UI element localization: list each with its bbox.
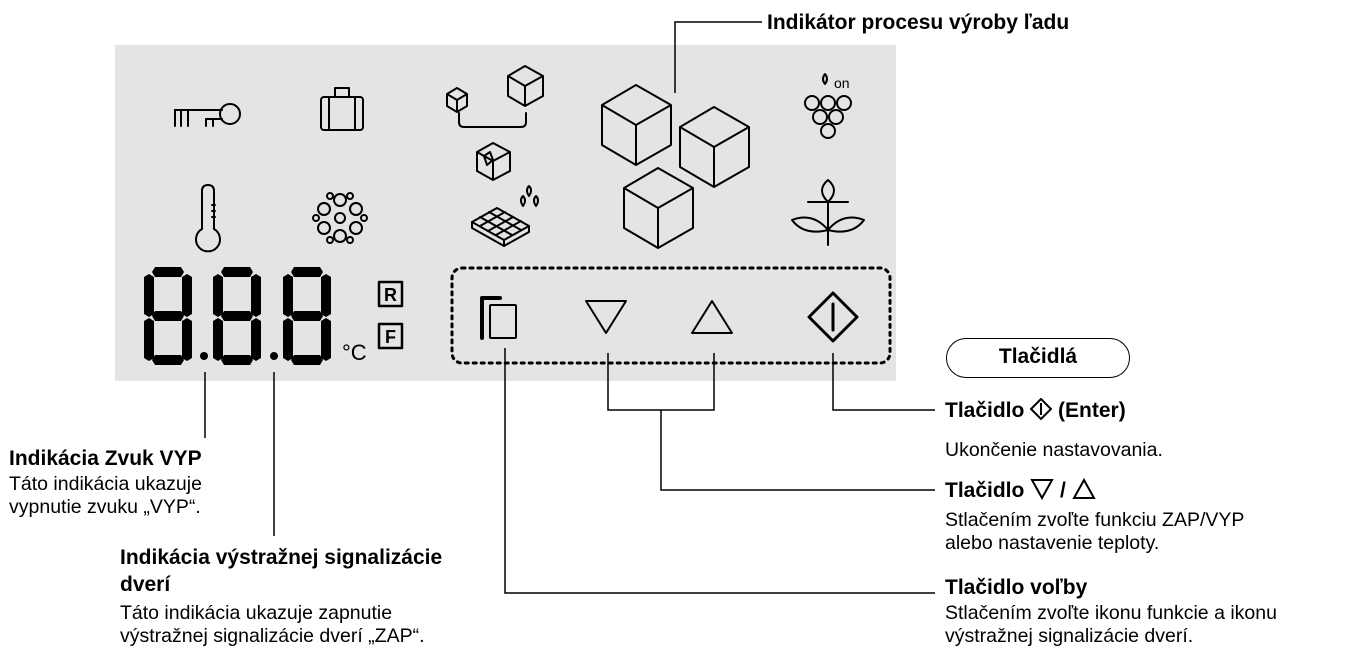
down-triangle-icon: [1030, 479, 1054, 500]
grape-icon: on: [804, 73, 852, 139]
unit-f-label: F: [385, 327, 396, 347]
ice-cube-size-icon: [446, 65, 544, 128]
ice-maker-label: Indikátor procesu výroby ľadu: [767, 11, 1070, 34]
down-button-icon[interactable]: [585, 300, 627, 334]
sound-off-desc-1: Táto indikácia ukazuje: [9, 473, 202, 495]
select-button-desc-1: Stlačením zvoľte ikonu funkcie a ikonu: [945, 602, 1277, 624]
up-triangle-icon: [1072, 478, 1096, 499]
svg-text:on: on: [834, 75, 850, 91]
buttons-pill: Tlačidlá: [946, 338, 1130, 378]
enter-symbol-icon: [1030, 398, 1053, 420]
crushed-ice-icon: [476, 142, 511, 181]
unit-r-label: R: [384, 285, 397, 305]
up-button-icon[interactable]: [691, 300, 733, 334]
sound-off-desc-2: vypnutie zvuku „VYP“.: [9, 496, 201, 518]
chocolate-icon: [471, 185, 539, 247]
select-button-desc-2: výstražnej signalizácie dverí.: [945, 625, 1194, 647]
unit-box-r: [377, 280, 404, 308]
door-alarm-title-2: dverí: [120, 573, 171, 596]
enter-button-icon[interactable]: [807, 291, 859, 343]
vacation-icon: [320, 87, 364, 131]
enter-button-title: Tlačidlo (Enter): [945, 398, 1126, 424]
plant-icon: [791, 179, 865, 246]
select-button-icon[interactable]: [480, 296, 517, 340]
button-group-outline: [450, 266, 892, 365]
unit-celsius: °C: [342, 340, 367, 365]
updown-button-desc-1: Stlačením zvoľte funkciu ZAP/VYP: [945, 509, 1245, 531]
enter-title-suffix: (Enter): [1052, 399, 1126, 422]
updown-button-desc-2: alebo nastavenie teploty.: [945, 532, 1160, 554]
leader-lines: [204, 21, 935, 594]
key-icon: [174, 103, 241, 127]
door-alarm-title-1: Indikácia výstražnej signalizácie: [120, 546, 443, 569]
updown-title-prefix: Tlačidlo: [945, 479, 1031, 502]
select-button-title: Tlačidlo voľby: [945, 576, 1088, 599]
thermometer-icon: [195, 184, 221, 253]
door-alarm-desc-1: Táto indikácia ukazuje zapnutie: [120, 602, 393, 624]
ice-maker-icon: [601, 84, 750, 249]
enter-button-desc: Ukončenie nastavovania.: [945, 439, 1163, 461]
snowflake-icon: [312, 192, 368, 244]
sound-off-title: Indikácia Zvuk VYP: [9, 447, 202, 470]
door-alarm-desc-2: výstražnej signalizácie dverí „ZAP“.: [120, 625, 425, 647]
updown-title-sep: /: [1054, 479, 1072, 502]
temperature-display: °C R F: [144, 267, 397, 365]
unit-box-f: [377, 322, 404, 350]
enter-title-prefix: Tlačidlo: [945, 399, 1031, 422]
updown-button-title: Tlačidlo /: [945, 478, 1096, 504]
